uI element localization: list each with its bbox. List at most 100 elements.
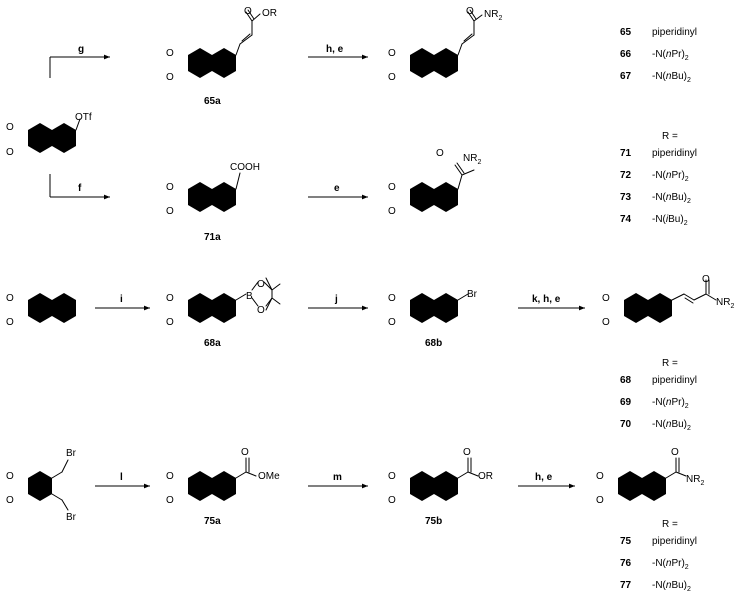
reagent-m: m — [333, 472, 342, 483]
atom-o: O — [436, 148, 444, 159]
r-table-compound-number: 71 — [620, 148, 632, 159]
r-table-substituent: piperidinyl — [652, 148, 697, 159]
compound-75b — [392, 457, 479, 501]
atom-o: O — [257, 305, 265, 316]
arrow-g — [49, 54, 110, 78]
atom-cooh: COOH — [230, 162, 260, 173]
atom-br: Br — [467, 289, 478, 300]
r-table-compound-number: 76 — [620, 558, 632, 569]
atom-o: O — [257, 279, 265, 290]
atom-br: Br — [66, 512, 77, 523]
atom-o: O — [6, 471, 14, 482]
compound-naphthodioxole — [10, 293, 76, 323]
atom-o: O — [596, 471, 604, 482]
r-table-substituent: -N(nPr)2 — [652, 49, 689, 62]
r-table-compound-number: 67 — [620, 71, 632, 82]
r-table-substituent: piperidinyl — [652, 536, 697, 547]
atom-o: O — [241, 447, 249, 458]
atom-o: O — [6, 317, 14, 328]
r-group-tables: 65 piperidinyl 66 -N(nPr)2 67 -N(nBu)2 R = 71 pi… — [620, 27, 697, 593]
atom-o: O — [166, 72, 174, 83]
compound-75a — [170, 457, 257, 501]
compound-label: 65a — [204, 96, 221, 107]
atom-nr2: NR2 — [716, 297, 734, 310]
atom-o: O — [166, 293, 174, 304]
triflate-start — [10, 118, 81, 153]
compound-label: 68b — [425, 338, 442, 349]
atom-o: O — [388, 293, 396, 304]
reagent-g: g — [78, 44, 84, 55]
atom-b: B — [246, 291, 253, 302]
atom-otf: OTf — [75, 112, 92, 123]
r-table-compound-number: 66 — [620, 49, 632, 60]
r-table-header: R = — [662, 358, 678, 369]
atom-o: O — [166, 317, 174, 328]
r-table-compound-number: 75 — [620, 536, 632, 547]
atom-o: O — [166, 471, 174, 482]
atom-o: O — [166, 495, 174, 506]
compound-65a — [170, 9, 261, 78]
compound-68-70 — [606, 279, 717, 323]
r-table-substituent: piperidinyl — [652, 27, 697, 38]
atom-o: O — [6, 293, 14, 304]
atom-o: O — [166, 206, 174, 217]
r-table-compound-number: 77 — [620, 580, 632, 591]
r-table-substituent: -N(iBu)2 — [652, 214, 688, 227]
r-table-substituent: -N(nPr)2 — [652, 558, 689, 571]
atom-nr2: NR2 — [686, 474, 704, 487]
r-table-header: R = — [662, 131, 678, 142]
reagent-e: e — [334, 183, 340, 194]
compound-68b — [392, 293, 469, 323]
atom-o: O — [388, 48, 396, 59]
atom-ome: OMe — [258, 471, 280, 482]
r-table-compound-number: 65 — [620, 27, 632, 38]
atom-o: O — [602, 317, 610, 328]
atom-o: O — [463, 447, 471, 458]
compound-71-74 — [392, 162, 475, 212]
compound-label: 71a — [204, 232, 221, 243]
atom-o: O — [388, 317, 396, 328]
reagent-k-h-e: k, h, e — [532, 294, 561, 305]
atom-o: O — [596, 495, 604, 506]
triflate-atoms: O O OTf — [6, 112, 92, 158]
atom-o: O — [6, 495, 14, 506]
r-table-compound-number: 72 — [620, 170, 632, 181]
r-table-compound-number: 70 — [620, 419, 632, 430]
atom-o: O — [244, 6, 252, 17]
compound-dibromide — [10, 459, 69, 511]
reagent-l: l — [120, 472, 123, 483]
r-table-compound-number: 73 — [620, 192, 632, 203]
reagent-i: i — [120, 294, 123, 305]
atom-o: O — [388, 182, 396, 193]
atom-nr2: NR2 — [484, 9, 502, 22]
atom-br: Br — [66, 448, 77, 459]
r-table-substituent: -N(nBu)2 — [652, 71, 691, 84]
atom-o: O — [671, 447, 679, 458]
compound-label: 68a — [204, 338, 221, 349]
compound-label: 75a — [204, 516, 221, 527]
r-table-substituent: -N(nPr)2 — [652, 397, 689, 410]
r-table-header: R = — [662, 519, 678, 530]
atom-o: O — [6, 147, 14, 158]
atom-o: O — [6, 122, 14, 133]
compound-68a — [170, 277, 281, 323]
atom-o: O — [388, 495, 396, 506]
r-table-compound-number: 74 — [620, 214, 632, 225]
atom-nr2: NR2 — [463, 153, 481, 166]
r-table-compound-number: 69 — [620, 397, 632, 408]
reagent-h-e: h, e — [535, 472, 553, 483]
atom-or: OR — [478, 471, 493, 482]
compound-65-67 — [392, 9, 483, 78]
atom-o: O — [466, 6, 474, 17]
arrow-f — [49, 174, 110, 200]
reagent-h-e: h, e — [326, 44, 344, 55]
compound-label: 75b — [425, 516, 442, 527]
compound-71a — [170, 172, 241, 212]
r-table-substituent: -N(nBu)2 — [652, 192, 691, 205]
compound-75-77 — [600, 457, 687, 501]
atom-or: OR — [262, 8, 277, 19]
r-table-substituent: -N(nBu)2 — [652, 580, 691, 593]
atom-o: O — [602, 293, 610, 304]
atom-o: O — [388, 471, 396, 482]
